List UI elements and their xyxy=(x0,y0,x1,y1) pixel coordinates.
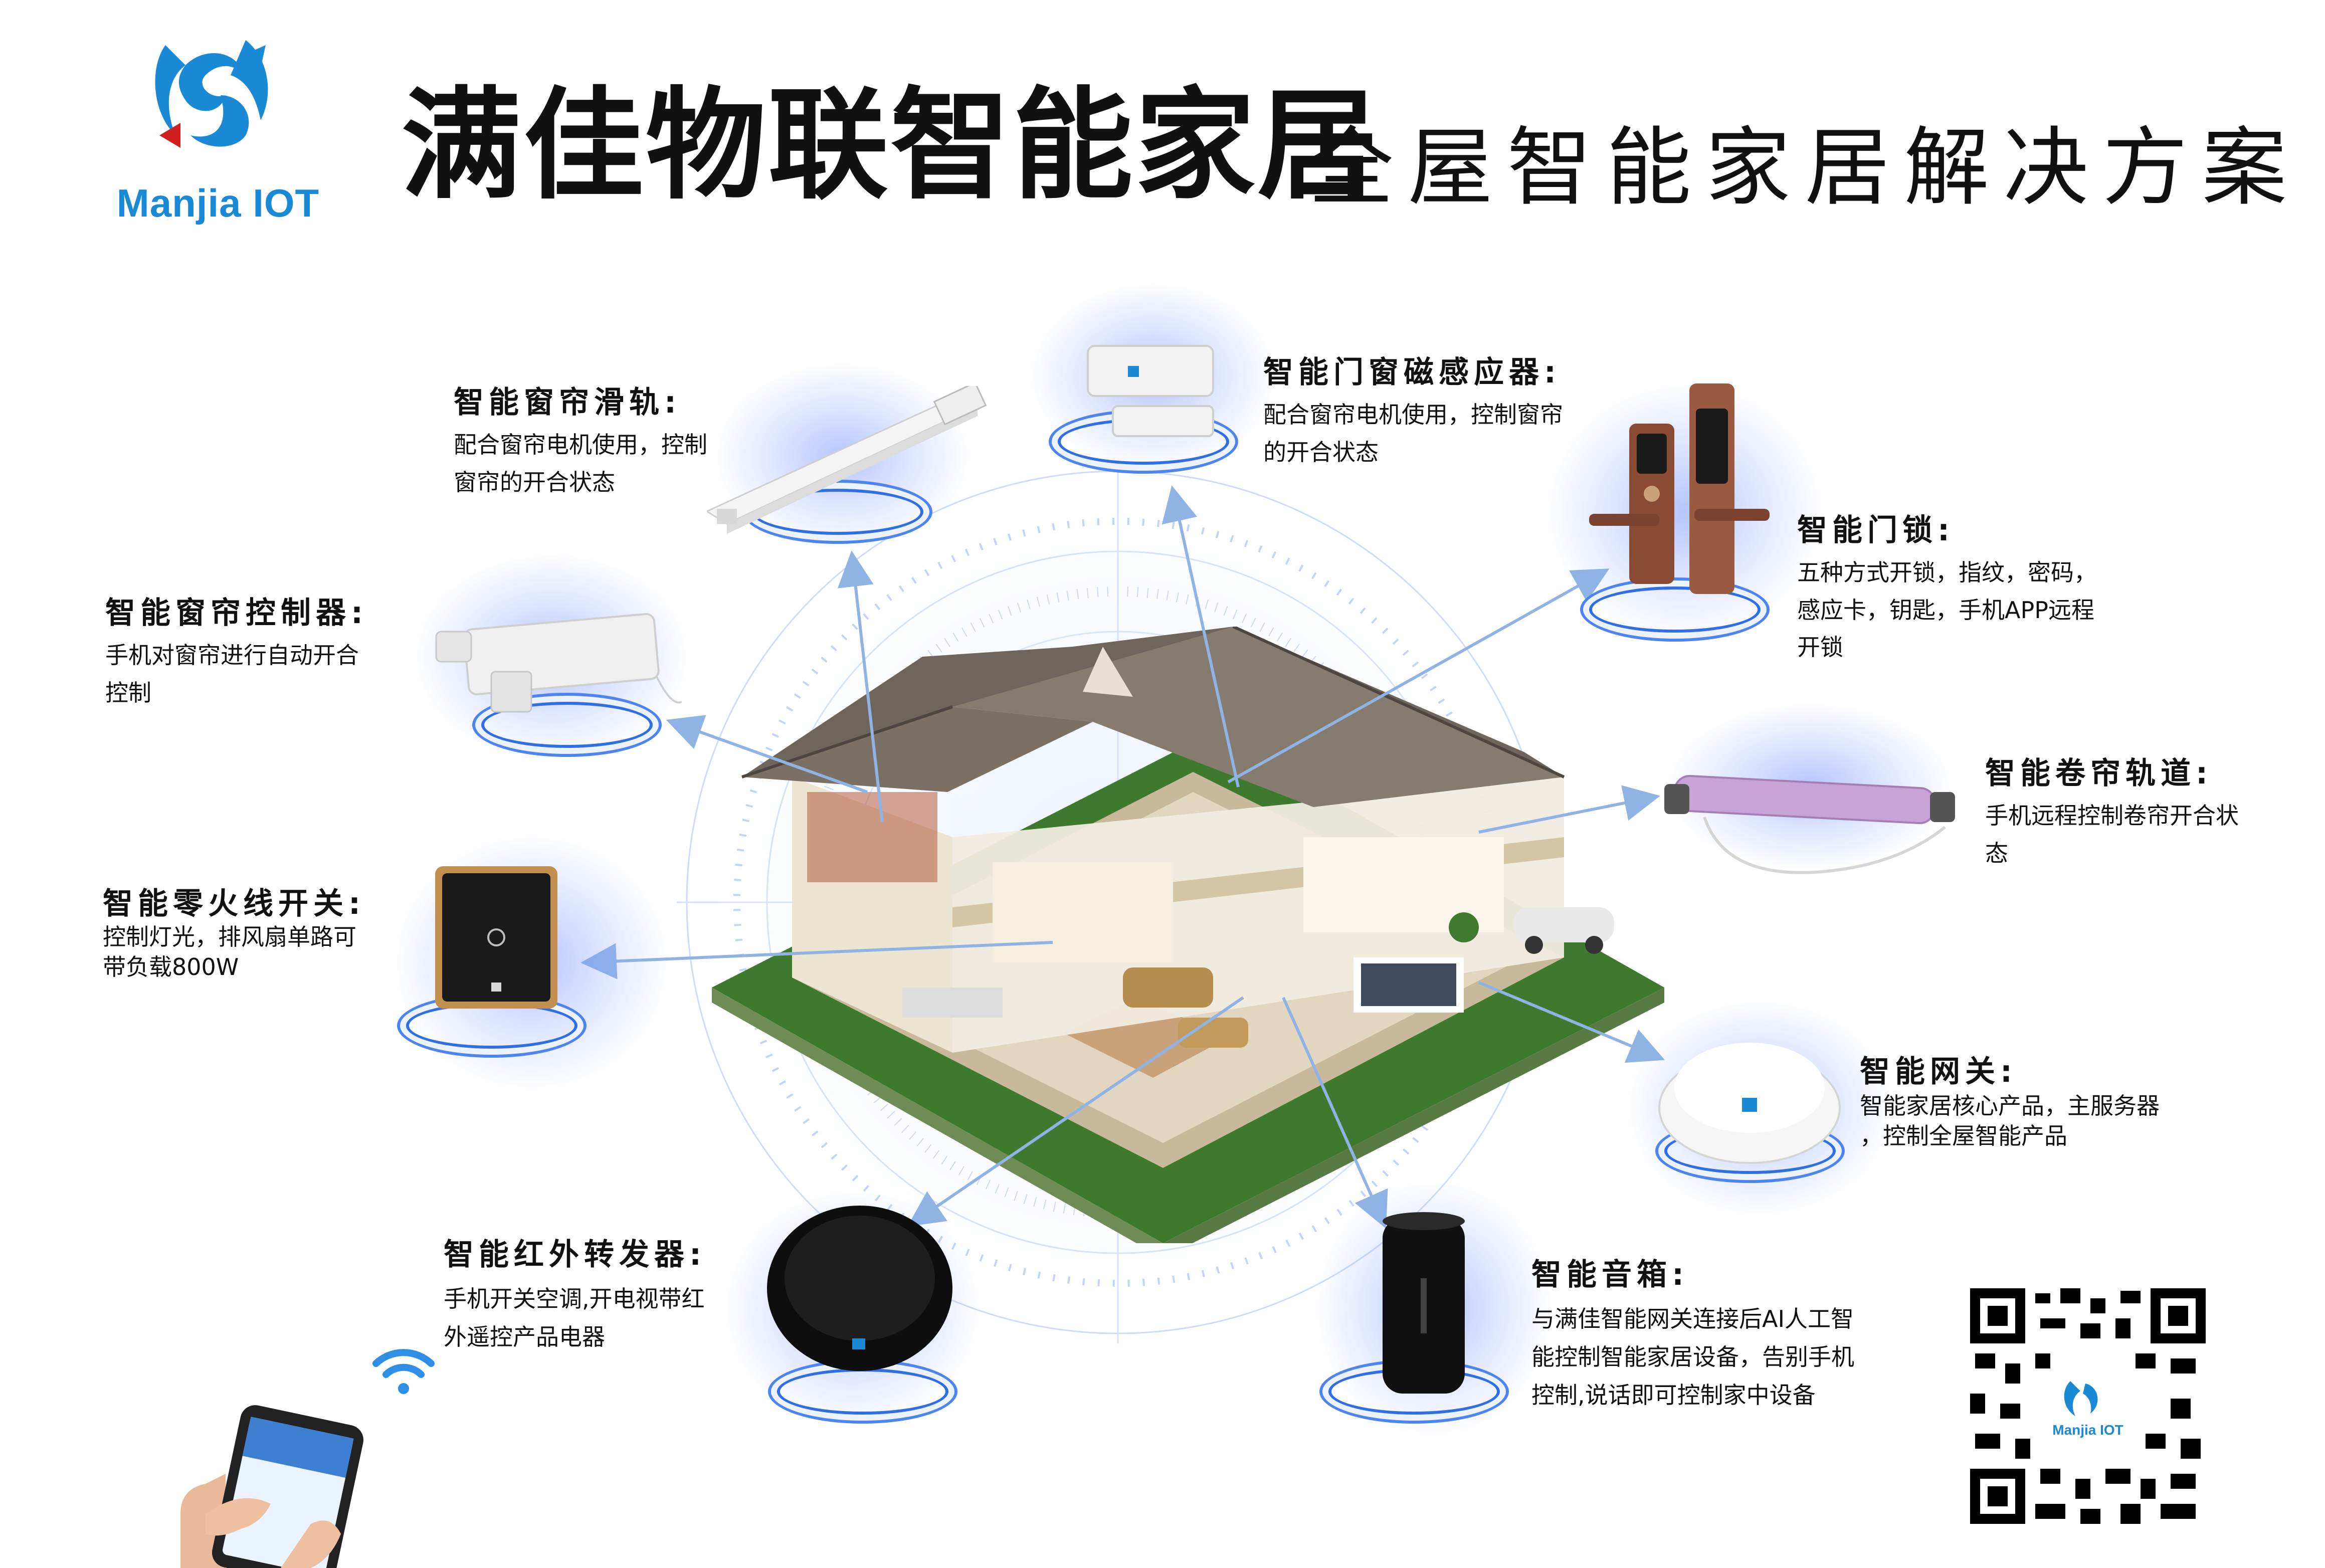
ir-remote-ring xyxy=(777,1368,948,1415)
desc-line: 控制 xyxy=(105,679,151,706)
wifi-icon xyxy=(372,1349,435,1394)
caption-desc: 与满佳智能网关连接后AI人工智 能控制智能家居设备，告别手机 控制,说话即可控制… xyxy=(1531,1300,1854,1415)
smart-speaker-icon xyxy=(1383,1212,1465,1394)
desc-line: 配合窗帘电机使用，控制窗帘 xyxy=(1263,401,1563,428)
desc-line: 手机远程控制卷帘开合状 xyxy=(1985,802,2239,829)
desc-line: 五种方式开锁，指纹，密码， xyxy=(1797,559,2097,586)
caption-desc: 手机对窗帘进行自动开合 控制 xyxy=(105,637,368,711)
caption-roller-track: 智能卷帘轨道: 手机远程控制卷帘开合状 态 xyxy=(1985,757,2239,872)
caption-door-lock: 智能门锁: 五种方式开锁，指纹，密码， 感应卡，钥匙，手机APP远程 开锁 xyxy=(1797,514,2097,666)
desc-line: 手机开关空调,开电视带红 xyxy=(444,1285,705,1312)
desc-line: 控制,说话即可控制家中设备 xyxy=(1531,1381,1816,1409)
door-window-sensor-icon xyxy=(1087,345,1214,437)
desc-line: 与满佳智能网关连接后AI人工智 xyxy=(1531,1305,1854,1332)
desc-line: 智能家居核心产品，主服务器 xyxy=(1860,1092,2160,1119)
desc-line: 能控制智能家居设备，告别手机 xyxy=(1531,1343,1854,1370)
wall-switch-icon xyxy=(435,866,557,1009)
caption-desc: 控制灯光，排风扇单路可 带负载800W xyxy=(103,922,365,983)
caption-title: 智能门锁: xyxy=(1797,513,1955,548)
desc-line: 窗帘的开合状态 xyxy=(454,468,615,496)
hand-phone-icon xyxy=(180,1405,363,1568)
caption-speaker: 智能音箱: 与满佳智能网关连接后AI人工智 能控制智能家居设备，告别手机 控制,… xyxy=(1531,1258,1854,1415)
desc-line: 的开合状态 xyxy=(1263,438,1379,466)
caption-desc: 五种方式开锁，指纹，密码， 感应卡，钥匙，手机APP远程 开锁 xyxy=(1797,554,2097,666)
caption-title: 智能卷帘轨道: xyxy=(1985,756,2213,791)
qr-code-icon: Manjia IOT xyxy=(1970,1288,2206,1524)
page-title: 满佳物联智能家居 xyxy=(401,75,1380,216)
curtain-rail-icon xyxy=(707,386,987,534)
caption-gateway: 智能网关: 智能家居核心产品，主服务器 ，控制全屋智能产品 xyxy=(1860,1055,2160,1151)
caption-desc: 配合窗帘电机使用，控制 窗帘的开合状态 xyxy=(454,426,707,501)
qr-label: Manjia IOT xyxy=(2052,1422,2123,1438)
logo-text: Manjia IOT xyxy=(116,181,320,225)
caption-title: 智能窗帘控制器: xyxy=(105,596,368,631)
page-subtitle: 全屋智能家居解决方案 xyxy=(1308,118,2301,218)
desc-line: 手机对窗帘进行自动开合 xyxy=(105,642,359,669)
ir-blaster-icon xyxy=(767,1206,952,1371)
caption-ir-remote: 智能红外转发器: 手机开关空调,开电视带红 外遥控产品电器 xyxy=(444,1238,706,1356)
caption-title: 智能网关: xyxy=(1860,1054,2017,1089)
curtain-motor-icon xyxy=(435,613,682,713)
curtain-controller-ring xyxy=(481,702,653,748)
caption-desc: 手机远程控制卷帘开合状 态 xyxy=(1985,797,2239,872)
caption-switch: 智能零火线开关: 控制灯光，排风扇单路可 带负载800W xyxy=(103,887,365,983)
desc-line: 态 xyxy=(1985,839,2008,867)
desc-line: 外遥控产品电器 xyxy=(444,1323,605,1350)
caption-desc: 配合窗帘电机使用，控制窗帘 的开合状态 xyxy=(1263,396,1563,471)
desc-line: 开锁 xyxy=(1797,634,1843,661)
door-lock-ring xyxy=(1589,586,1761,633)
caption-title: 智能音箱: xyxy=(1531,1257,1689,1292)
caption-desc: 手机开关空调,开电视带红 外遥控产品电器 xyxy=(444,1280,706,1356)
gateway-icon xyxy=(1658,1043,1841,1164)
caption-title: 智能窗帘滑轨: xyxy=(454,385,681,420)
caption-door-sensor: 智能门窗磁感应器: 配合窗帘电机使用，控制窗帘 的开合状态 xyxy=(1263,356,1563,471)
desc-line: 带负载800W xyxy=(103,953,239,981)
desc-line: 感应卡，钥匙，手机APP远程 xyxy=(1797,596,2094,624)
manjia-logo-icon xyxy=(155,40,268,148)
roller-tube-icon xyxy=(1664,774,1955,874)
caption-desc: 智能家居核心产品，主服务器 ，控制全屋智能产品 xyxy=(1860,1091,2160,1151)
desc-line: ，控制全屋智能产品 xyxy=(1860,1122,2067,1149)
caption-curtain-controller: 智能窗帘控制器: 手机对窗帘进行自动开合 控制 xyxy=(105,597,368,711)
caption-title: 智能零火线开关: xyxy=(103,886,365,921)
caption-title: 智能红外转发器: xyxy=(444,1237,706,1272)
caption-title: 智能门窗磁感应器: xyxy=(1263,355,1561,390)
smart-lock-icon xyxy=(1589,383,1770,594)
desc-line: 控制灯光，排风扇单路可 xyxy=(103,923,356,950)
house-cutaway-icon xyxy=(712,627,1664,1243)
desc-line: 配合窗帘电机使用，控制 xyxy=(454,431,707,458)
caption-curtain-rail: 智能窗帘滑轨: 配合窗帘电机使用，控制 窗帘的开合状态 xyxy=(454,386,707,501)
